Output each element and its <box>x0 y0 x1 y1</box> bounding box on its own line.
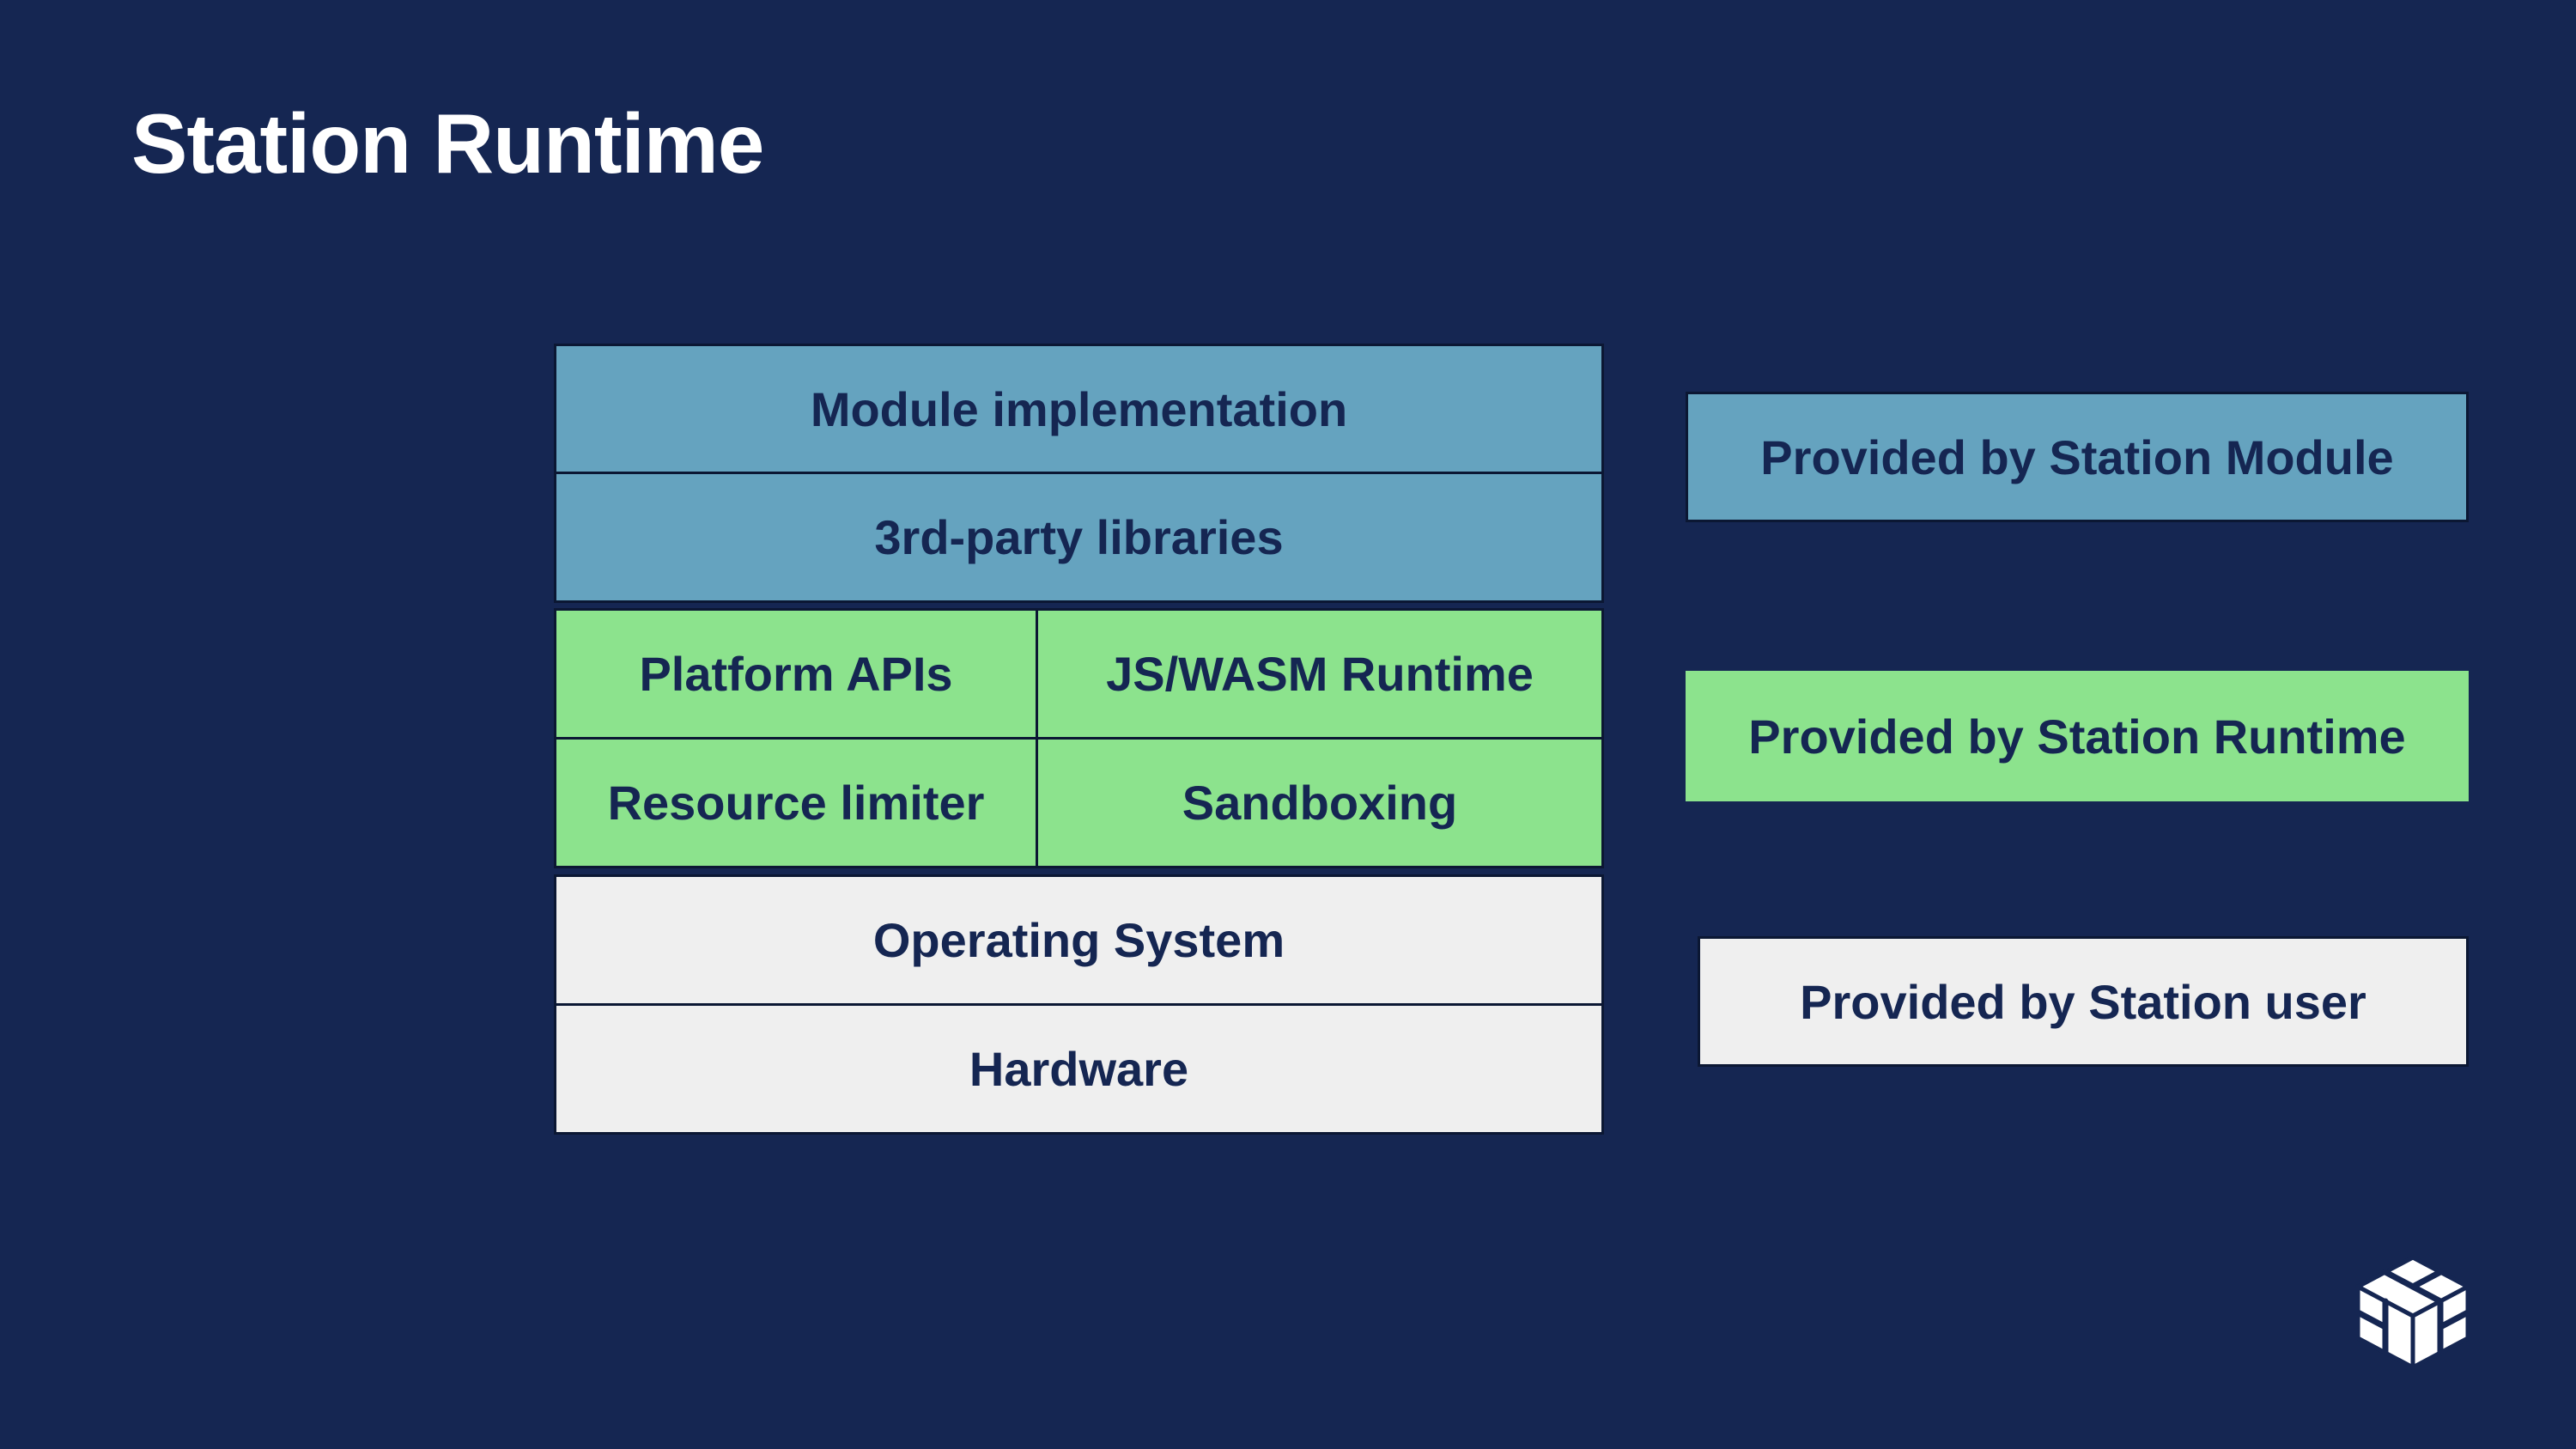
layer-module-implementation: Module implementation <box>554 344 1604 474</box>
cell-sandboxing: Sandboxing <box>1036 737 1604 868</box>
legend-station-module: Provided by Station Module <box>1686 392 2469 522</box>
cell-js-wasm-runtime: JS/WASM Runtime <box>1036 608 1604 740</box>
cell-resource-limiter: Resource limiter <box>554 737 1038 868</box>
legend-station-user: Provided by Station user <box>1698 936 2469 1067</box>
station-cube-logo-icon <box>2354 1255 2471 1370</box>
page-title: Station Runtime <box>131 96 764 191</box>
layer-operating-system: Operating System <box>554 874 1604 1006</box>
legend-station-runtime: Provided by Station Runtime <box>1686 671 2469 801</box>
cell-platform-apis: Platform APIs <box>554 608 1038 740</box>
layer-hardware: Hardware <box>554 1003 1604 1135</box>
layer-3rd-party-libraries: 3rd-party libraries <box>554 472 1604 603</box>
